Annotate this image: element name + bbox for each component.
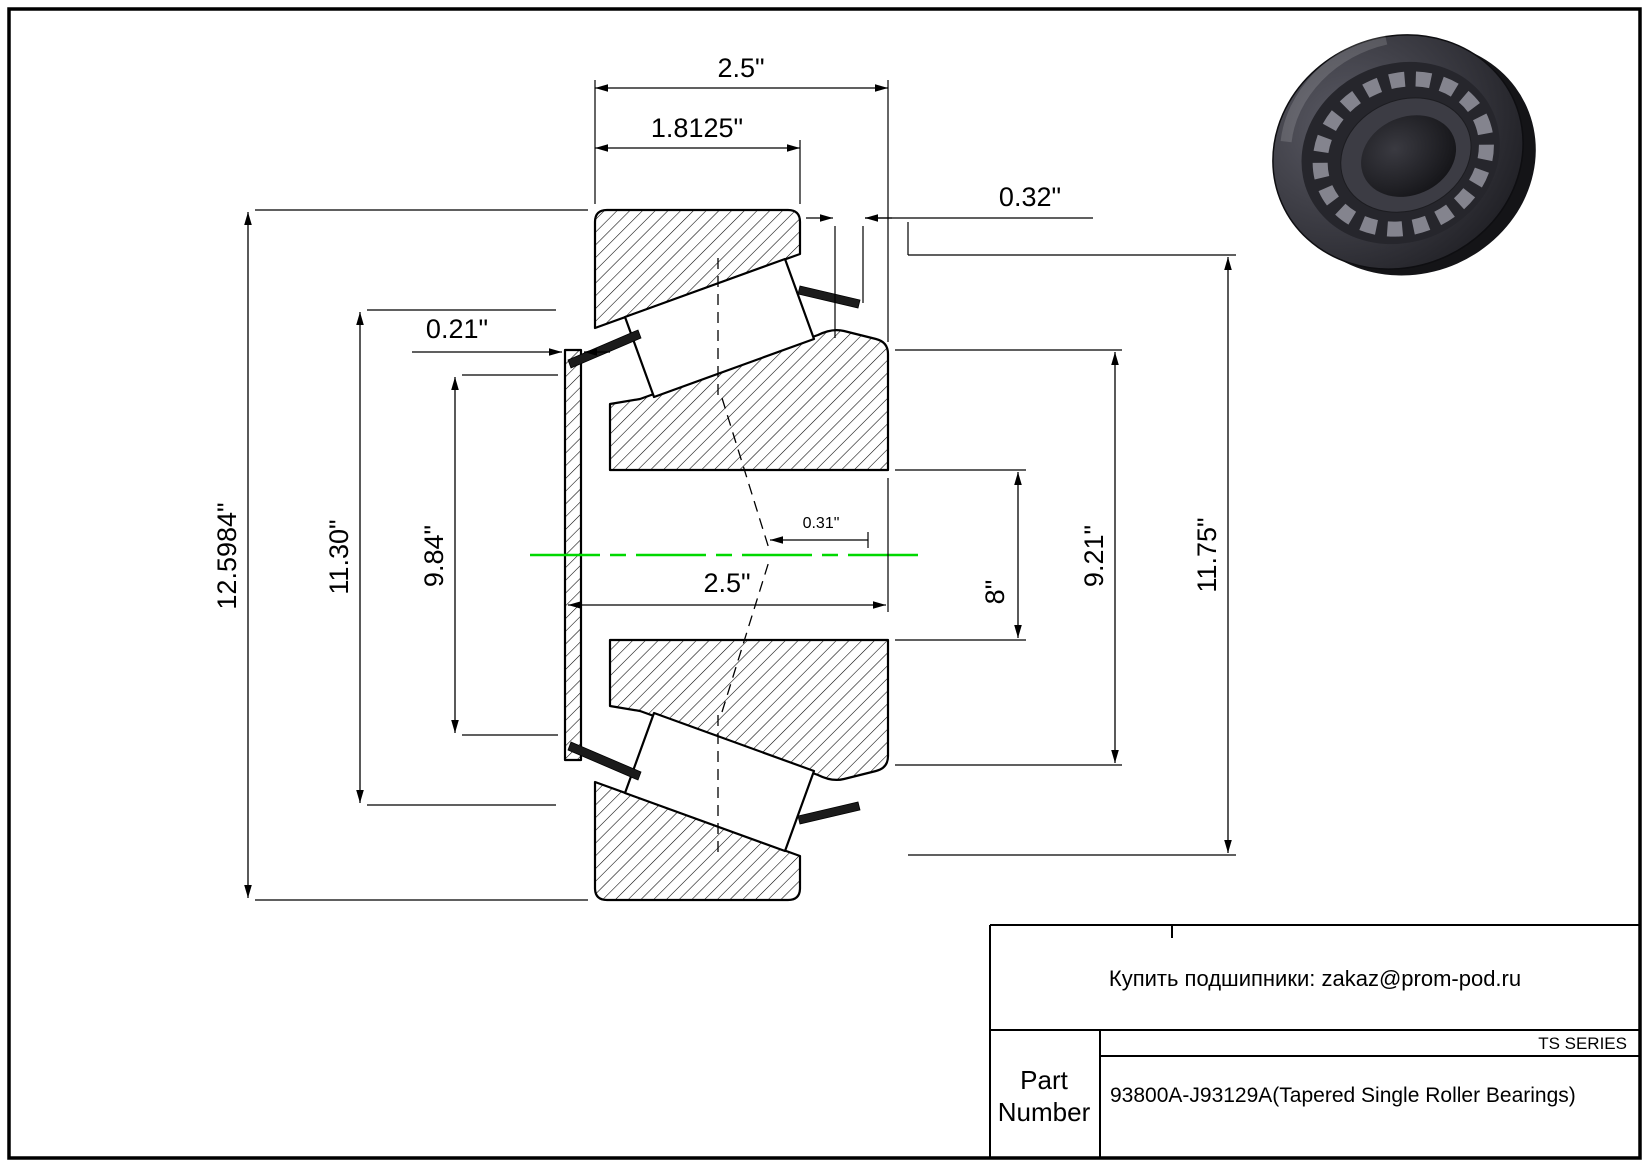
part-number-text: 93800A-J93129A(Tapered Single Roller Bea… [1110,1084,1576,1107]
dim-label-outer-diameter: 12.5984" [212,502,242,609]
roller-axis-dashed-top [717,258,771,553]
roller-axis-dashed-bottom [717,557,771,852]
cage-section-bottom-right [797,801,861,825]
dim-label-cup-width: 1.8125" [651,113,743,143]
bearing-cross-section [530,208,925,902]
series-text: TS SERIES [1538,1034,1627,1053]
dim-bore: 8" [895,469,1026,641]
dim-label-9-21: 9.21" [1079,525,1109,587]
dim-11-30: 11.30" [324,309,556,806]
contact-text: Купить подшипники: zakaz@prom-pod.ru [1109,966,1521,991]
dim-label-11-30: 11.30" [324,519,354,594]
dim-cone-width: 2.5" [568,478,889,612]
bearing-3d-rollers [1312,71,1494,237]
part-label-line2: Number [998,1097,1091,1127]
dim-label-standout: 0.32" [999,182,1061,212]
dim-effective-center: 0.31" [770,515,869,548]
bearing-3d-highlight [1280,33,1388,143]
cage-section-top-right [797,285,861,309]
dim-front-standout: 0.21" [412,314,610,356]
dim-9-21: 9.21" [895,349,1122,766]
dim-9-84: 9.84" [419,374,558,736]
bearing-3d-render [1272,33,1536,276]
roller-bottom [623,711,816,853]
dim-label-overall-width-top: 2.5" [717,53,764,83]
bearing-3d-bore [1361,115,1457,197]
part-label-line1: Part [1020,1065,1068,1095]
dim-label-11-75: 11.75" [1192,517,1222,592]
dim-standout: 0.32" [806,182,1093,338]
dim-label-bore: 8" [980,580,1010,605]
cage-section-bottom-left [567,741,642,781]
dim-cup-width: 1.8125" [595,113,801,204]
cup-section-bottom [593,780,802,902]
dim-label-9-84: 9.84" [419,525,449,587]
cone-section-bottom [608,638,890,781]
dim-label-cone-width: 2.5" [703,568,750,598]
dim-label-effective-center: 0.31" [803,515,840,532]
cage-section-top-left [567,329,642,369]
dim-11-75: 11.75" [908,254,1236,856]
title-block: Купить подшипники: zakaz@prom-pod.ru TS … [989,924,1639,1157]
roller-top [623,257,816,399]
dim-label-front-standout: 0.21" [426,314,488,344]
dim-outer-diameter: 12.5984" [212,209,588,901]
cone-section-top [608,329,890,472]
dim-overall-width-top: 2.5" [594,53,889,342]
cup-section-top [593,208,802,330]
